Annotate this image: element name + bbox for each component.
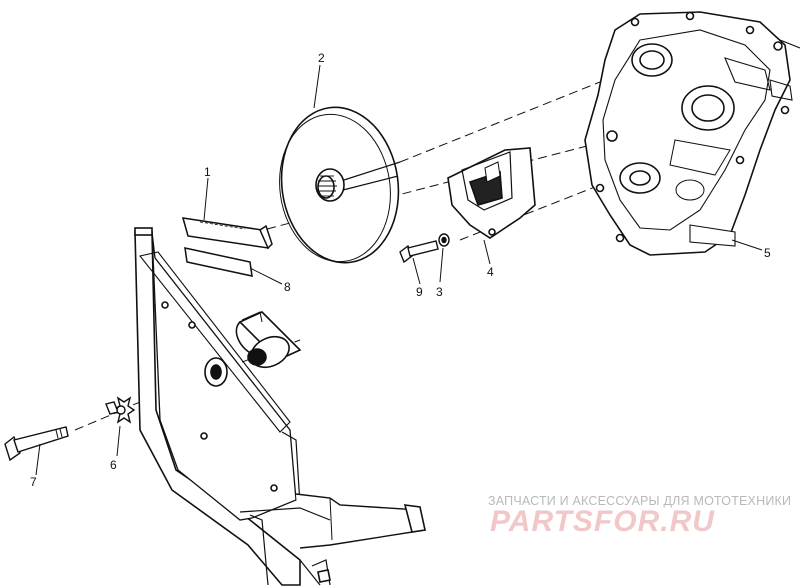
leader-lines (35, 64, 763, 476)
hub-spline-lines (318, 175, 337, 197)
gearcase-housing (584, 11, 800, 256)
shim-strip (184, 247, 253, 277)
mounting-bracket (447, 147, 536, 239)
callout-4: 4 (487, 265, 494, 279)
callout-6: 6 (110, 458, 117, 472)
watermark-tagline: ЗАПЧАСТИ И АКСЕССУАРЫ ДЛЯ МОТОТЕХНИКИ (488, 494, 792, 508)
spacer-sleeve (235, 311, 302, 369)
bolt (399, 240, 439, 264)
callout-5: 5 (764, 246, 771, 260)
long-bolt (4, 426, 69, 462)
callout-9: 9 (416, 285, 423, 299)
bracket-plate (181, 217, 273, 250)
callout-3: 3 (436, 285, 443, 299)
washer (438, 233, 450, 247)
callout-2: 2 (318, 51, 325, 65)
star-nut (105, 396, 136, 424)
pulley-disc (279, 106, 401, 264)
callout-7: 7 (30, 475, 37, 489)
watermark-logo: PARTSFOR.RU (490, 505, 715, 538)
callout-labels: 1 2 3 4 5 6 7 8 9 (30, 51, 771, 489)
callout-8: 8 (284, 280, 291, 294)
callout-1: 1 (204, 165, 211, 179)
frame (134, 227, 426, 586)
